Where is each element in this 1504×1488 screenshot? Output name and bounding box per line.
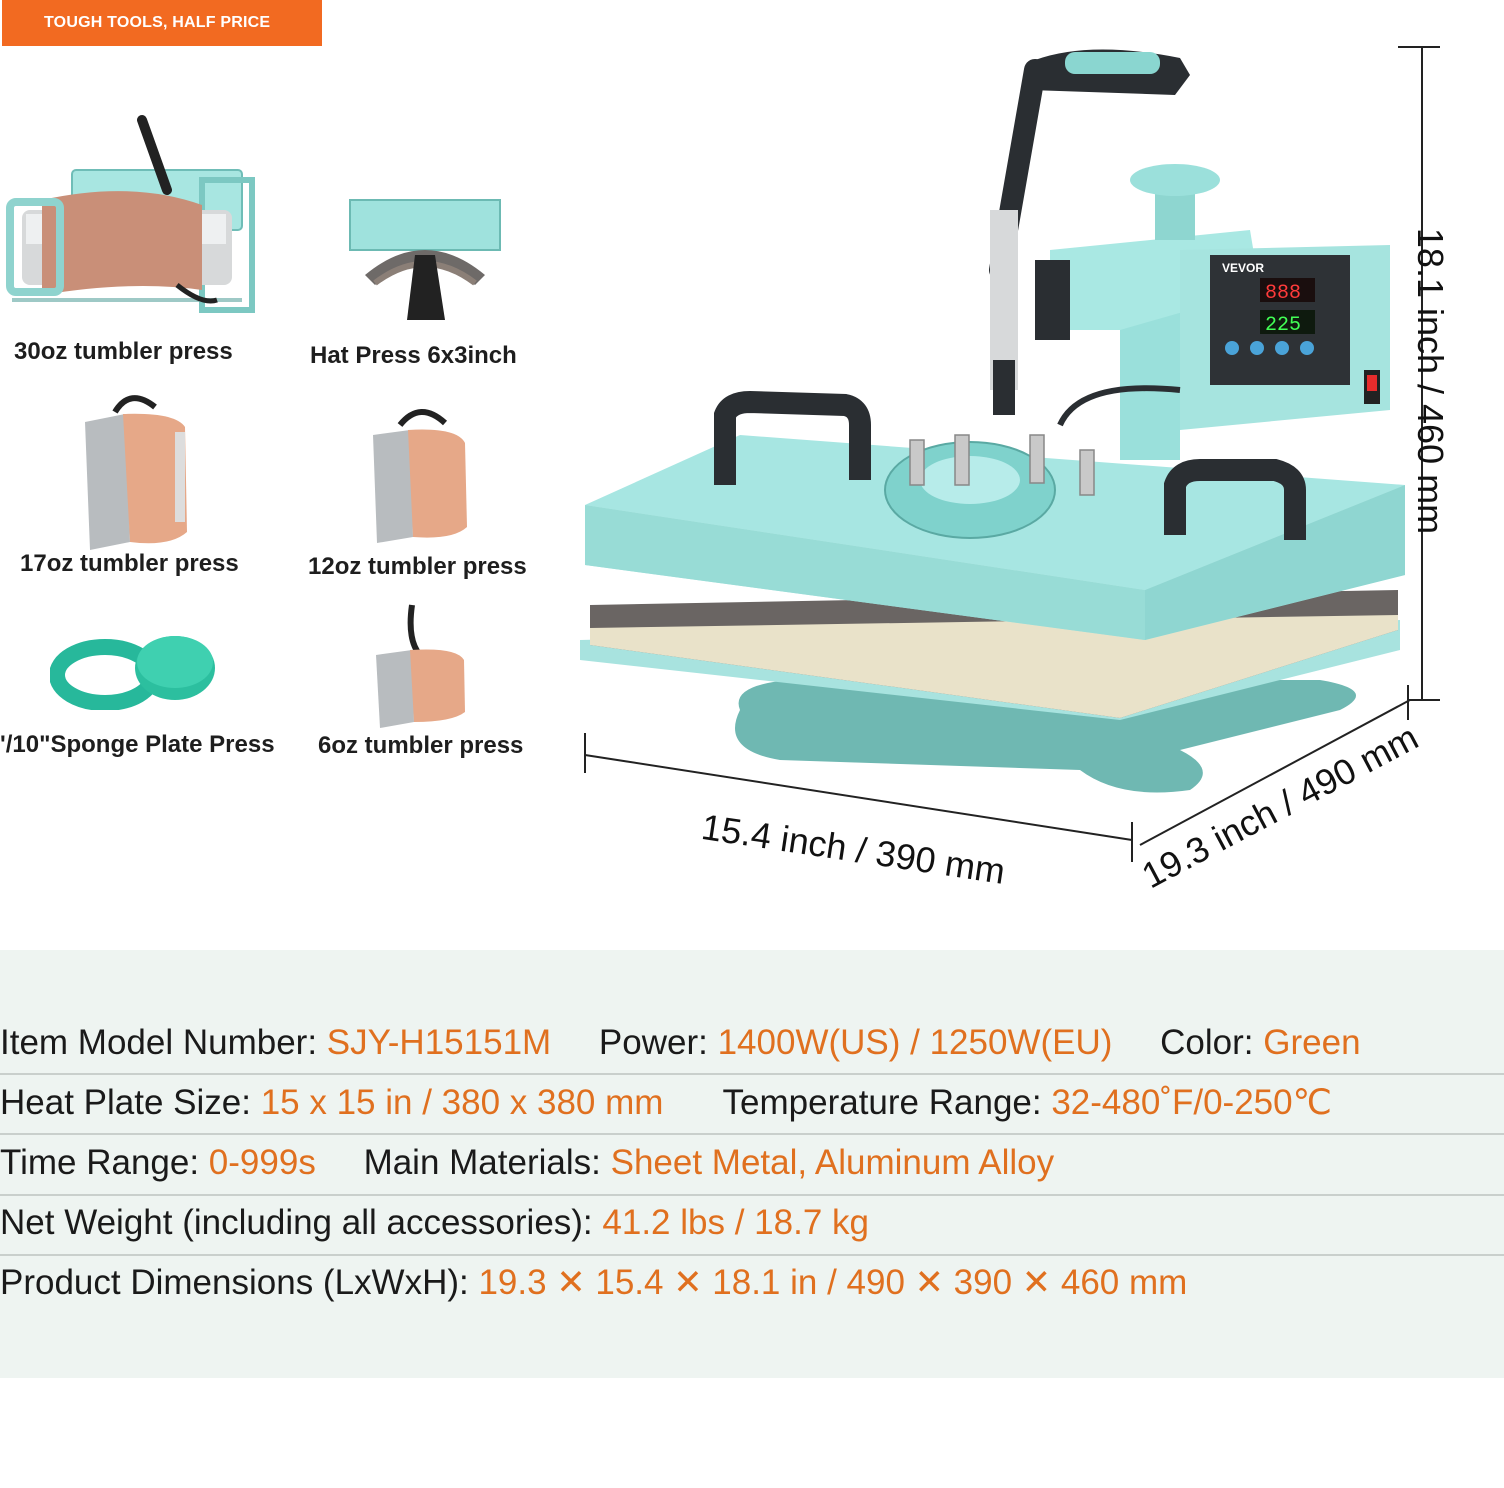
machine-brand: VEVOR — [1222, 261, 1264, 275]
accessory-label-17oz: 17oz tumbler press — [20, 550, 239, 577]
spec-row-plate-temperature: Heat Plate Size: 15 x 15 in / 380 x 380 … — [0, 1083, 1504, 1123]
spec-row-weight: Net Weight (including all accessories): … — [0, 1203, 1504, 1243]
spec-divider — [0, 1073, 1504, 1075]
promo-banner-text: TOUGH TOOLS, HALF PRICE — [44, 14, 271, 31]
spec-row-time-materials: Time Range: 0-999s Main Materials: Sheet… — [0, 1143, 1504, 1183]
spec-time-value: 0-999s — [208, 1143, 316, 1182]
accessory-label-12oz: 12oz tumbler press — [308, 553, 527, 580]
spec-dimensions-value: 19.3 ✕ 15.4 ✕ 18.1 in / 490 ✕ 390 ✕ 460 … — [478, 1263, 1188, 1302]
accessory-label-hat-press: Hat Press 6x3inch — [310, 342, 517, 369]
spec-row-model-power-color: Item Model Number: SJY-H15151M Power: 14… — [0, 1023, 1504, 1063]
heat-press-machine-image: VEVOR 888 225 — [560, 30, 1440, 825]
spec-row-dimensions: Product Dimensions (LxWxH): 19.3 ✕ 15.4 … — [0, 1263, 1504, 1303]
accessory-30oz-tumbler-press-image — [2, 110, 262, 320]
dimension-lines — [584, 46, 1440, 862]
accessory-label-6oz: 6oz tumbler press — [318, 732, 524, 759]
accessory-label-30oz: 30oz tumbler press — [14, 338, 233, 365]
spec-temperature-value: 32-480˚F/0-250℃ — [1051, 1083, 1332, 1122]
spec-weight-label: Net Weight (including all accessories): — [0, 1203, 593, 1242]
spec-temperature-label: Temperature Range: — [722, 1083, 1042, 1122]
spec-plate-label: Heat Plate Size: — [0, 1083, 251, 1122]
accessory-17oz-tumbler-press-image — [75, 392, 195, 552]
spec-plate-value: 15 x 15 in / 380 x 380 mm — [260, 1083, 664, 1122]
spec-power-label: Power: — [598, 1023, 708, 1062]
spec-power-value: 1400W(US) / 1250W(EU) — [717, 1023, 1113, 1062]
spec-divider — [0, 1194, 1504, 1196]
spec-dimensions-label: Product Dimensions (LxWxH): — [0, 1263, 469, 1302]
spec-materials-value: Sheet Metal, Aluminum Alloy — [610, 1143, 1055, 1182]
dimension-height-label: 18.1 inch / 460 mm — [1410, 227, 1451, 535]
specifications-panel — [0, 950, 1504, 1378]
spec-color-value: Green — [1263, 1023, 1361, 1062]
spec-model-label: Item Model Number: — [0, 1023, 318, 1062]
spec-color-label: Color: — [1160, 1023, 1254, 1062]
spec-materials-label: Main Materials: — [363, 1143, 601, 1182]
spec-model-value: SJY-H15151M — [326, 1023, 552, 1062]
spec-weight-value: 41.2 lbs / 18.7 kg — [602, 1203, 869, 1242]
machine-display-top: 888 — [1265, 282, 1301, 305]
accessory-hat-press-image — [345, 195, 505, 325]
promo-banner: TOUGH TOOLS, HALF PRICE — [2, 0, 322, 46]
accessory-label-sponge: '/10"Sponge Plate Press — [0, 731, 275, 758]
spec-divider — [0, 1254, 1504, 1256]
accessory-12oz-tumbler-press-image — [365, 405, 475, 545]
machine-display-bottom: 225 — [1265, 314, 1301, 337]
spec-time-label: Time Range: — [0, 1143, 200, 1182]
spec-divider — [0, 1133, 1504, 1135]
accessory-6oz-tumbler-press-image — [372, 600, 472, 730]
accessory-sponge-plate-press-image — [50, 630, 220, 710]
